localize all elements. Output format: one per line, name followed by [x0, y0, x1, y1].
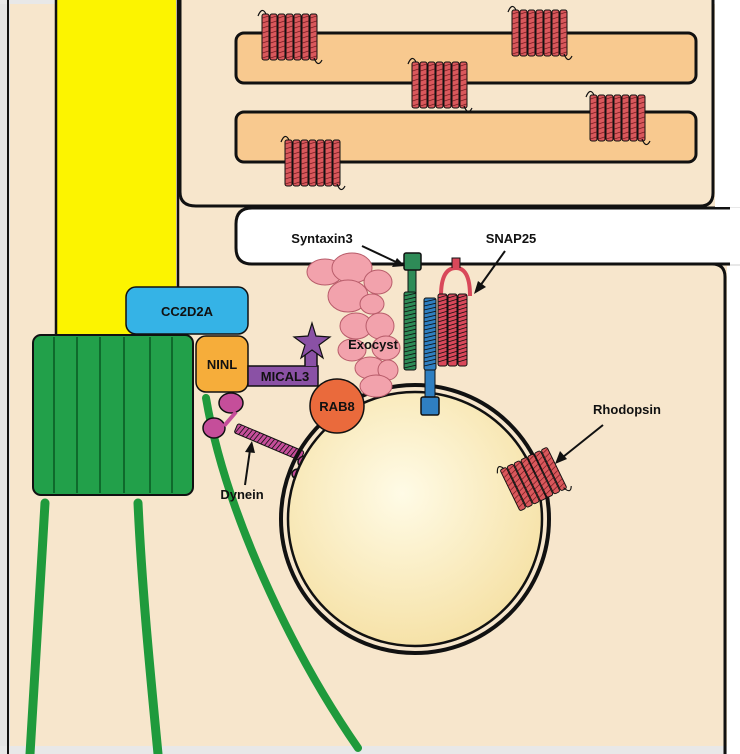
- exocyst-subunit-12: [359, 374, 393, 398]
- mical3-star: [292, 320, 332, 360]
- vamp-coil-body: [423, 297, 437, 371]
- syntaxin3-arrow: [361, 245, 405, 267]
- right-white-strip: [727, 266, 740, 754]
- cc2d2a-box: CC2D2A: [125, 286, 249, 335]
- rhodopsin-vesicle-protein: [496, 447, 572, 511]
- rhodopsin-vesicle-helices: [496, 447, 572, 511]
- top-right-white: [715, 0, 740, 207]
- snap25-arrow: [474, 250, 506, 294]
- dynein-stalk: [234, 423, 305, 461]
- snap25-coil-a: [437, 293, 448, 367]
- frame-left-edge: [0, 0, 10, 754]
- snare-complex: [403, 252, 472, 416]
- mical3: MICAL3: [247, 320, 332, 387]
- basal-body: [32, 334, 194, 496]
- vamp-anchor: [420, 396, 440, 416]
- ninl-box: NINL: [195, 335, 249, 393]
- exocyst-label: Exocyst: [348, 337, 399, 352]
- inner-segment-membrane-right: [415, 262, 727, 754]
- syntaxin3-helix: [403, 291, 417, 371]
- ninl-label: NINL: [207, 357, 237, 372]
- rhodopsin-disc-2: [507, 5, 573, 61]
- dynein: [202, 392, 313, 480]
- cc2d2a-label: CC2D2A: [161, 304, 214, 319]
- inner-segment-membrane: [234, 206, 730, 266]
- snap25-helices: [437, 293, 468, 367]
- extracellular-gap: [236, 208, 740, 264]
- snap25-text: SNAP25: [486, 231, 537, 246]
- rhodopsin-arrow: [555, 424, 604, 464]
- exocyst-subunit-5: [359, 293, 385, 315]
- frame-bottom-edge: [0, 746, 740, 754]
- rhodopsin-text: Rhodopsin: [593, 402, 661, 417]
- rhodopsin-disc-proteins: [257, 5, 651, 191]
- syntaxin3-text: Syntaxin3: [291, 231, 352, 246]
- exocyst-subunit-7: [365, 312, 395, 340]
- exocyst-complex: [306, 252, 401, 398]
- dynein-coiled-coil: [234, 423, 305, 461]
- microtubule-middle: [133, 498, 163, 754]
- exocyst-subunit-9: [337, 338, 367, 362]
- exocyst-subunit-3: [363, 269, 393, 295]
- snap25-coil-b: [447, 293, 458, 367]
- vamp-helix: [423, 297, 437, 371]
- mical3-label: MICAL3: [261, 369, 309, 384]
- dynein-label: Dynein: [220, 487, 263, 502]
- vesicle: [279, 383, 551, 655]
- rhodopsin-disc-5: [280, 135, 346, 191]
- outer-segment-membrane: [178, 0, 715, 208]
- microtubule-left: [25, 498, 50, 754]
- dynein-arrow: [244, 441, 255, 486]
- syntaxin3-coil-body: [403, 291, 417, 371]
- microtubule-track: [202, 394, 362, 752]
- rhodopsin-disc-4: [585, 90, 651, 146]
- rab8: RAB8: [309, 378, 365, 434]
- rhodopsin-disc-1: [257, 9, 323, 65]
- rab8-label: RAB8: [319, 399, 354, 414]
- syntaxin3-anchor: [403, 252, 422, 271]
- rhodopsin-disc-3: [407, 57, 473, 113]
- disc-membrane-lower: [234, 110, 698, 164]
- snap25-coil-c: [457, 293, 468, 367]
